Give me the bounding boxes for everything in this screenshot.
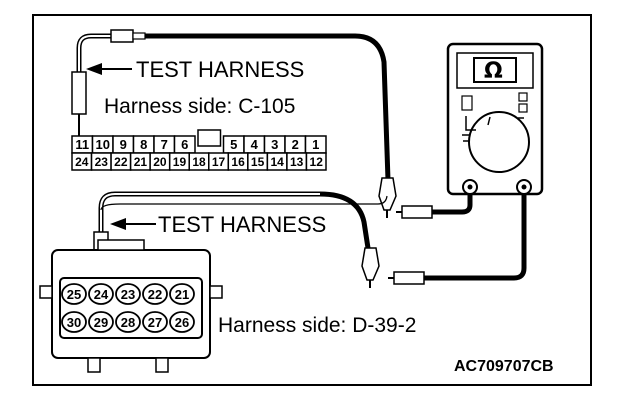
c105-pin-label: 9 (120, 137, 127, 152)
c105-pin-label: 10 (96, 137, 110, 152)
d39-pin-cavity (61, 311, 87, 333)
c105-pin-label: 1 (312, 137, 319, 152)
c105-pin-label: 2 (292, 137, 299, 152)
c105-pin-label: 21 (134, 155, 148, 169)
c105-cell (305, 152, 327, 171)
c105-pin-label: 12 (310, 155, 324, 169)
d39-pin-cavity (88, 283, 114, 305)
d39-pin-label: 24 (94, 287, 109, 302)
c105-pin-label: 19 (173, 155, 187, 169)
d39-pin-cavity (169, 283, 195, 305)
d39-pin-cavity (142, 311, 168, 333)
ohmmeter (446, 42, 544, 196)
harness-side-c105-label: Harness side: C-105 (104, 95, 295, 118)
c105-pin-label: 16 (231, 155, 245, 169)
d39-pin-label: 25 (67, 287, 81, 302)
c105-pin-label: 22 (114, 155, 128, 169)
d39-pin-cavity (169, 311, 195, 333)
ohm-symbol: Ω (484, 59, 503, 84)
d39-pin-label: 23 (121, 287, 135, 302)
d39-pin-label: 26 (175, 315, 189, 330)
c105-pin-label: 23 (95, 155, 109, 169)
d39-pin-cavity (88, 311, 114, 333)
connector-d39-2-pins: 25 24 23 22 21 30 29 28 27 26 (61, 283, 195, 333)
c105-pin-label: 5 (230, 137, 237, 152)
c105-pin-label: 17 (212, 155, 226, 169)
c105-pin-label: 18 (192, 155, 206, 169)
c105-pin-label: 8 (140, 137, 147, 152)
c105-pin-label: 3 (271, 137, 278, 152)
test-harness-top (71, 29, 391, 181)
d39-pin-label: 27 (148, 315, 162, 330)
c105-pin-label: 4 (251, 137, 259, 152)
d39-pin-label: 21 (175, 287, 189, 302)
c105-pin-label: 7 (161, 137, 168, 152)
c105-pin-label: 13 (290, 155, 304, 169)
d39-pin-cavity (142, 283, 168, 305)
c105-pin-label: 20 (153, 155, 167, 169)
c105-key (197, 129, 222, 147)
d39-pin-label: 30 (67, 315, 81, 330)
d39-pin-cavity (61, 283, 87, 305)
d39-pin-cavity (115, 311, 141, 333)
d39-pin-label: 28 (121, 315, 135, 330)
d39-pin-label: 29 (94, 315, 108, 330)
d39-pin-label: 22 (148, 287, 162, 302)
test-harness-bottom-label: TEST HARNESS (158, 212, 326, 237)
c105-pin-label: 11 (75, 137, 89, 152)
connector-d39-2 (39, 239, 223, 373)
harness-side-d39-2-label: Harness side: D-39-2 (218, 314, 416, 337)
c105-pin-label: 24 (75, 155, 89, 169)
c105-pin-label: 15 (251, 155, 265, 169)
c105-pin-label: 14 (270, 155, 284, 169)
figure-code: AC709707CB (454, 358, 554, 375)
c105-pin-label: 6 (181, 137, 188, 152)
d39-pin-cavity (115, 283, 141, 305)
test-harness-top-label: TEST HARNESS (136, 57, 304, 82)
